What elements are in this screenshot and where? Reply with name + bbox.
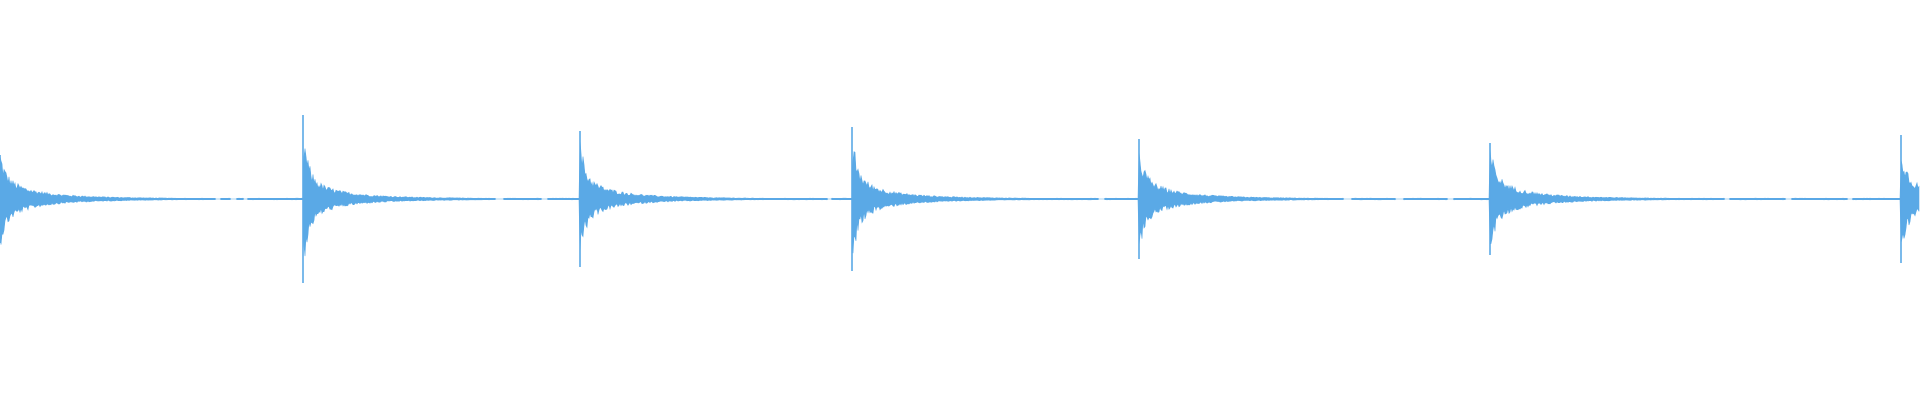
- waveform-trace: [0, 115, 1920, 283]
- waveform-envelope: [0, 138, 1920, 257]
